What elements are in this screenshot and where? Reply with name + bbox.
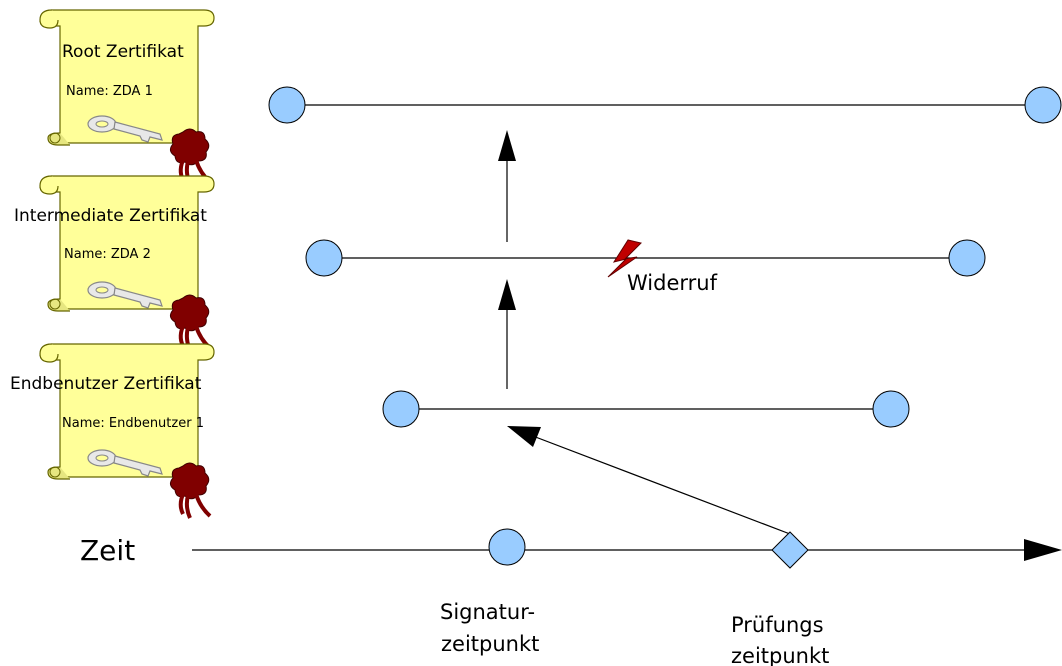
time-axis-arrowhead: [1024, 539, 1062, 561]
intermediate-certificate-icon: [39, 175, 215, 352]
revocation-label: Widerruf: [627, 271, 718, 295]
check-time-node: [771, 531, 809, 569]
signature-time-label-line1: Signatur-: [440, 600, 535, 624]
endbenutzer-certificate-icon: [39, 343, 215, 520]
root-certificate-name: Name: ZDA 1: [66, 84, 153, 99]
intermediate-validity-start-node: [305, 239, 343, 277]
endbenutzer-validity-start-node: [382, 390, 420, 428]
root-validity-end-node: [1024, 86, 1062, 124]
endbenutzer-validity-end-node: [872, 390, 910, 428]
signature-time-label-line2: zeitpunkt: [441, 632, 539, 656]
root-certificate-title: Root Zertifikat: [62, 42, 184, 62]
root-validity-start-node: [268, 86, 306, 124]
intermediate-certificate-name: Name: ZDA 2: [64, 247, 151, 262]
check-arrow-line: [524, 432, 791, 535]
lightning-icon: [607, 239, 642, 278]
chain-arrow-to-intermediate-head: [498, 279, 516, 310]
chain-arrow-to-root-head: [498, 130, 516, 161]
intermediate-certificate-title: Intermediate Zertifikat: [14, 206, 207, 226]
intermediate-validity-end-node: [948, 239, 986, 277]
check-time-label-line2: zeitpunkt: [731, 644, 829, 666]
endbenutzer-certificate-title: Endbenutzer Zertifikat: [10, 374, 202, 394]
signature-time-node: [488, 528, 526, 566]
endbenutzer-certificate-name: Name: Endbenutzer 1: [62, 416, 204, 431]
check-arrow-head: [507, 426, 541, 447]
time-axis-label: Zeit: [80, 534, 135, 567]
check-time-label-line1: Prüfungs: [731, 613, 824, 637]
